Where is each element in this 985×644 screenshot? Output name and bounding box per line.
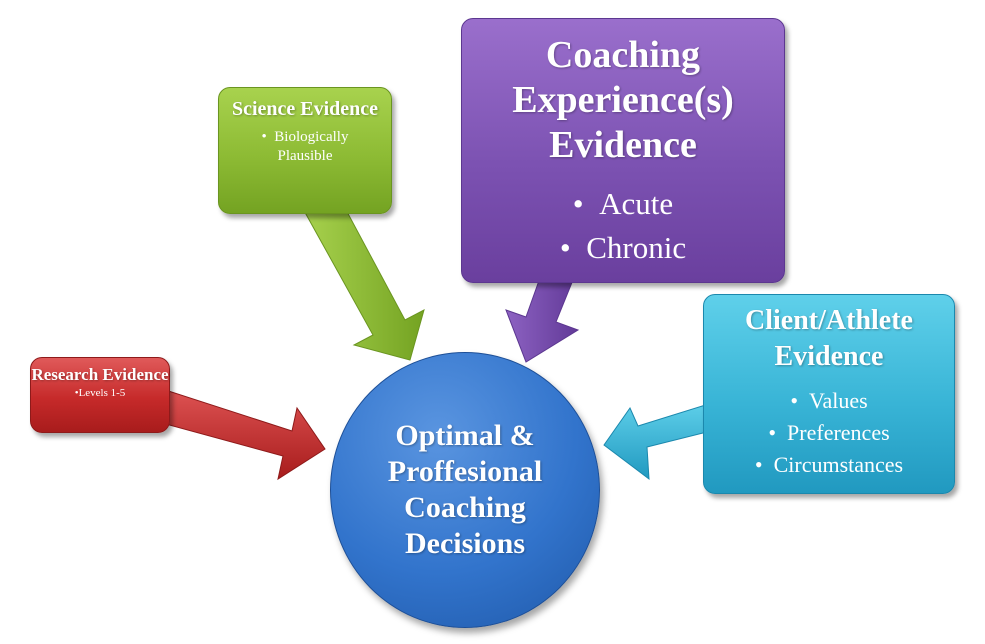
- list-item: Biologically Plausible: [239, 128, 371, 166]
- list-item: Chronic: [462, 226, 784, 270]
- science-evidence-box: Science Evidence Biologically Plausible: [218, 87, 392, 214]
- research-evidence-title: Research Evidence: [31, 365, 169, 384]
- science-evidence-list: Biologically Plausible: [219, 128, 391, 166]
- list-item: Levels 1-5: [31, 387, 169, 399]
- center-decision-circle: Optimal & Proffesional Coaching Decision…: [330, 352, 600, 628]
- list-item: Acute: [462, 182, 784, 226]
- coaching-experience-title: Coaching Experience(s) Evidence: [512, 34, 734, 166]
- science-arrow: [301, 206, 425, 361]
- science-evidence-title: Science Evidence: [231, 98, 379, 120]
- client-athlete-box: Client/Athlete Evidence Values Preferenc…: [703, 294, 955, 494]
- coaching-experience-list: Acute Chronic: [462, 182, 784, 270]
- coaching-arrow: [505, 274, 580, 363]
- list-item: Circumstances: [704, 449, 954, 481]
- client-arrow: [603, 401, 716, 481]
- list-item: Preferences: [704, 417, 954, 449]
- research-evidence-list: Levels 1-5: [31, 387, 169, 399]
- coaching-experience-box: Coaching Experience(s) Evidence Acute Ch…: [461, 18, 785, 283]
- client-athlete-list: Values Preferences Circumstances: [704, 385, 954, 481]
- research-evidence-box: Research Evidence Levels 1-5: [30, 357, 170, 433]
- center-label: Optimal & Proffesional Coaching Decision…: [387, 419, 543, 560]
- client-athlete-title: Client/Athlete Evidence: [745, 305, 913, 372]
- research-arrow: [149, 384, 326, 481]
- list-item: Values: [704, 385, 954, 417]
